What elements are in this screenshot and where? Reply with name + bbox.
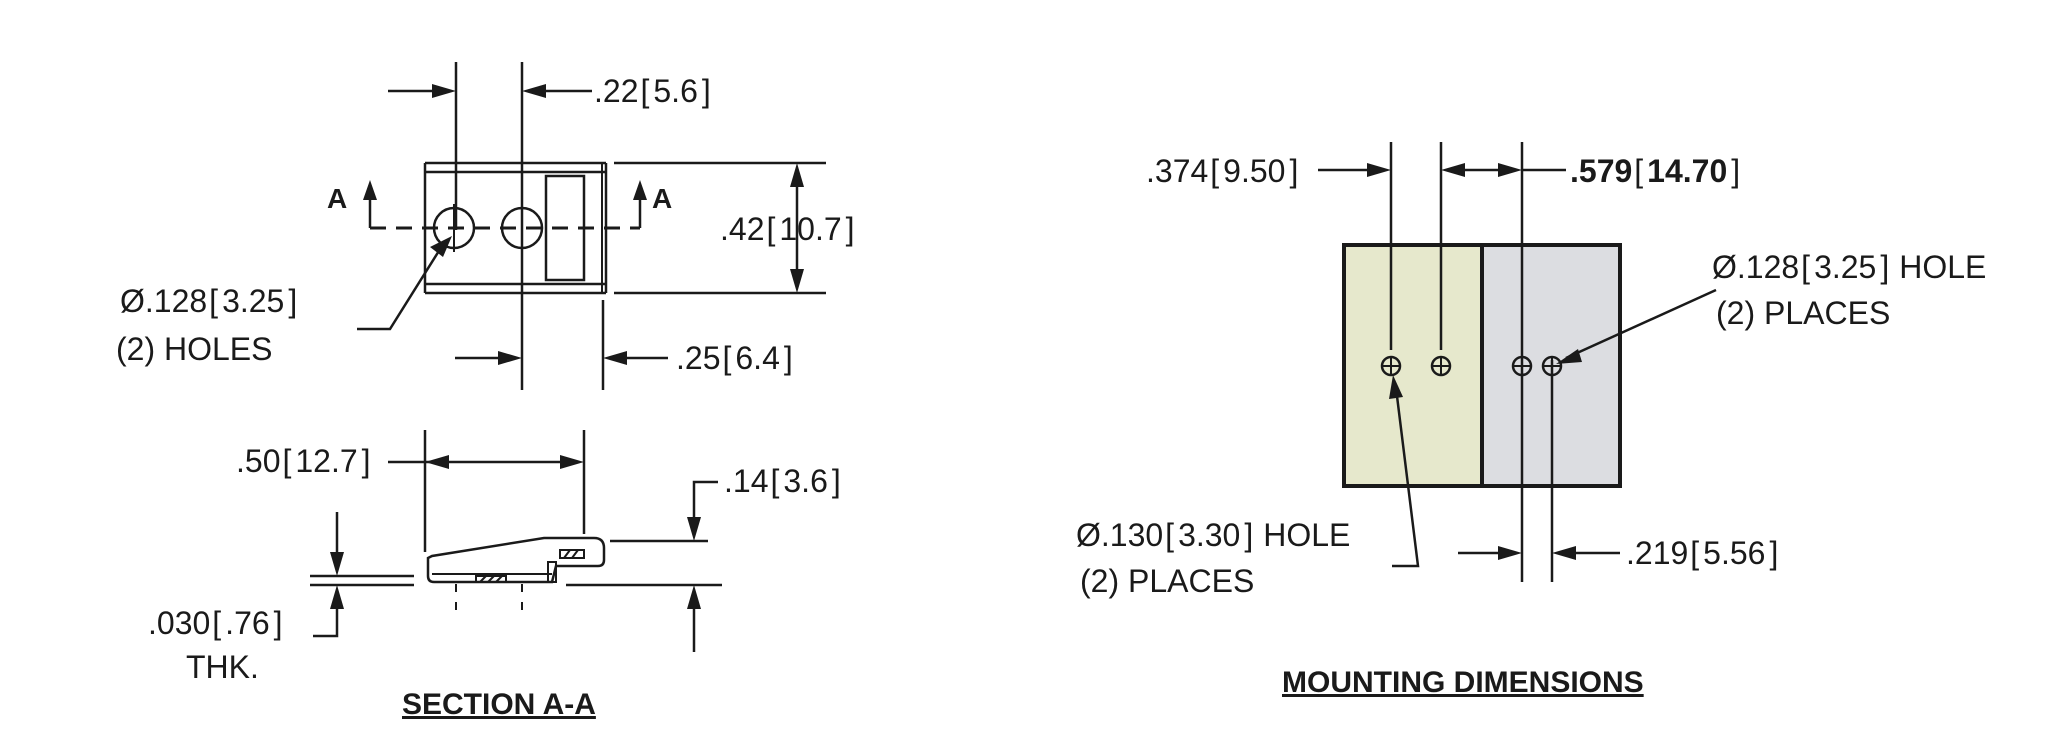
dim-0374: .374[9.50] (1146, 153, 1298, 189)
dim-hole-0128: Ø.128[3.25] (120, 283, 297, 319)
top-view-labels: .22[5.6] .42[10.7] .25[6.4] Ø.128[3.25] … (116, 73, 855, 376)
dim-022: .22[5.6] (594, 73, 711, 109)
thk-note: THK. (186, 649, 259, 685)
dim-014: .14[3.6] (724, 463, 841, 499)
hole-places-note-right: (2) PLACES (1716, 295, 1890, 331)
hole-count-note: (2) HOLES (116, 331, 272, 367)
dim-050: .50[12.7] (236, 443, 371, 479)
dim-042: .42[10.7] (720, 211, 855, 247)
top-view (357, 62, 826, 390)
dim-hole-0130: Ø.130[3.30]HOLE (1076, 517, 1350, 553)
section-hatch (475, 549, 585, 583)
mounting-view (1318, 142, 1717, 582)
dim-0579: .579[14.70] (1570, 153, 1740, 189)
hole-places-note-left: (2) PLACES (1080, 563, 1254, 599)
section-title: SECTION A-A (402, 688, 596, 721)
dim-thk-030: .030[.76] (148, 605, 283, 641)
dim-hole-0128-mount: Ø.128[3.25]HOLE (1712, 249, 1986, 285)
mounting-plate-left (1342, 243, 1484, 488)
section-view-labels: .50[12.7] .14[3.6] .030[.76] THK. SECTIO… (148, 443, 841, 721)
dim-025: .25[6.4] (676, 340, 793, 376)
mounting-holes (1380, 355, 1563, 377)
mounting-view-labels: .374[9.50] .579[14.70] Ø.128[3.25]HOLE (… (1076, 153, 1986, 699)
section-marker-right: A (652, 183, 672, 214)
section-marker-left: A (327, 183, 347, 214)
dim-0219: .219[5.56] (1626, 535, 1778, 571)
section-view (310, 430, 722, 652)
mounting-title: MOUNTING DIMENSIONS (1282, 666, 1644, 699)
